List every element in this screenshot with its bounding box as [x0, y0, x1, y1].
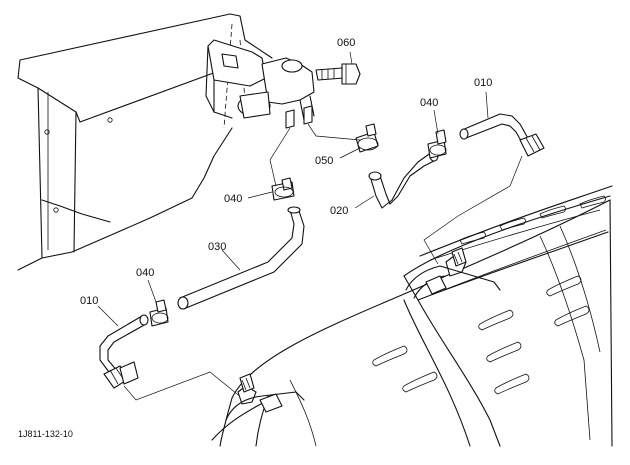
- clamp-040-lower-left: [149, 299, 169, 327]
- callout-040-lower-left: 040: [136, 267, 154, 279]
- callout-020: 020: [330, 205, 348, 217]
- leader-lines: [97, 51, 489, 327]
- clamp-050: [355, 123, 379, 153]
- pipe-010-left: [99, 314, 149, 389]
- clamp-040-upper-right: [427, 129, 447, 159]
- hose-030: [177, 206, 305, 310]
- callout-040-middle: 040: [224, 193, 242, 205]
- callout-040-upper-right: 040: [420, 97, 438, 109]
- muffler-slots: [372, 195, 606, 395]
- callout-010-right: 010: [474, 77, 492, 89]
- callout-060: 060: [337, 37, 355, 49]
- callout-010-left: 010: [80, 295, 98, 307]
- pressure-sensor: [237, 57, 315, 129]
- sensor-bracket: [205, 39, 267, 119]
- pipe-010-right: [459, 113, 545, 157]
- muffler-nipple-upper: [405, 247, 501, 299]
- hose-020: [368, 150, 439, 209]
- muffler-nipple-lower: [225, 373, 305, 421]
- bolt-060: [315, 63, 361, 85]
- routing-lines: [123, 123, 523, 401]
- callout-050: 050: [315, 155, 333, 167]
- clamp-040-middle: [271, 177, 295, 201]
- callout-030: 030: [208, 241, 226, 253]
- muffler-body: [211, 185, 613, 447]
- drawing-code: 1J811-132-10: [18, 429, 73, 439]
